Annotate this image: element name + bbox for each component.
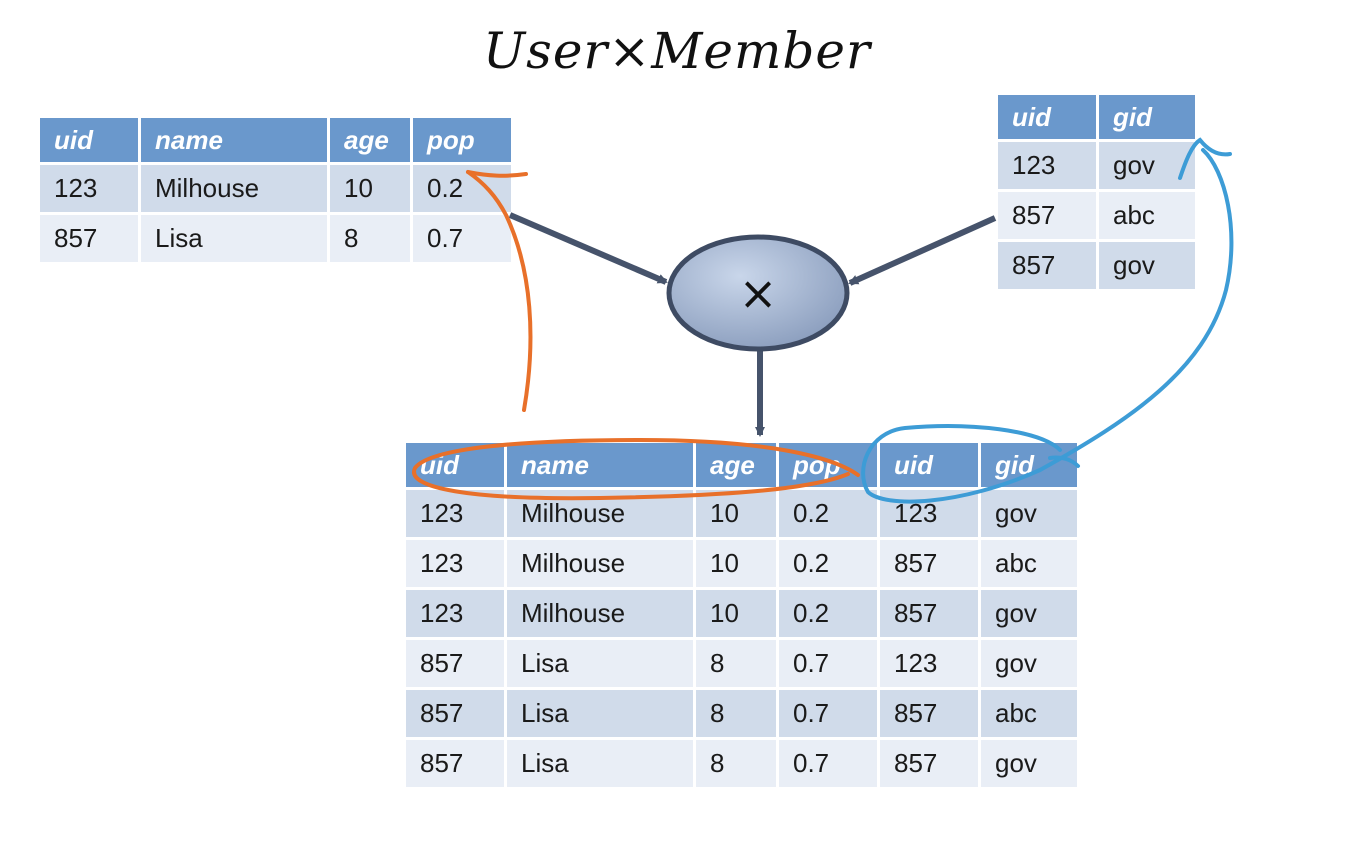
member-table: uid gid 123 gov 857 abc 857 gov <box>995 92 1198 292</box>
orange-arrow-stroke <box>466 170 533 412</box>
table-cell: Lisa <box>141 215 327 262</box>
orange-arrowhead-stroke <box>466 170 528 178</box>
table-cell: abc <box>1099 192 1195 239</box>
blue-tick-stroke <box>1048 455 1080 468</box>
table-header-row: uid name age pop uid gid <box>406 443 1077 487</box>
column-header: uid <box>880 443 978 487</box>
table-cell: abc <box>981 540 1077 587</box>
column-header: age <box>696 443 776 487</box>
table-cell: 857 <box>880 740 978 787</box>
arrow-user-to-operator <box>508 212 668 285</box>
column-header: name <box>507 443 693 487</box>
table-cell: 857 <box>880 690 978 737</box>
table-cell: 0.2 <box>413 165 511 212</box>
table-cell: 123 <box>406 590 504 637</box>
table-cell: 0.7 <box>779 640 877 687</box>
table-cell: 8 <box>696 640 776 687</box>
cross-product-operator-node <box>666 234 850 352</box>
column-header: uid <box>40 118 138 162</box>
column-header: gid <box>1099 95 1195 139</box>
blue-arrowhead-stroke <box>1178 137 1232 180</box>
table-cell: 857 <box>406 740 504 787</box>
table-cell: 123 <box>40 165 138 212</box>
table-cell: gov <box>981 640 1077 687</box>
blue-arrow-stroke <box>1038 148 1234 472</box>
table-cell: 123 <box>998 142 1096 189</box>
table-row: 857 Lisa 8 0.7 <box>40 215 511 262</box>
table-cell: Milhouse <box>507 540 693 587</box>
orange-circle-user-columns <box>412 437 860 501</box>
table-cell: 123 <box>880 640 978 687</box>
column-header: name <box>141 118 327 162</box>
table-cell: 857 <box>406 640 504 687</box>
table-cell: 857 <box>998 242 1096 289</box>
user-table: uid name age pop 123 Milhouse 10 0.2 857… <box>37 115 514 265</box>
blue-circle-member-columns <box>861 424 1062 504</box>
table-cell: Lisa <box>507 740 693 787</box>
diagram-title: User×Member <box>483 22 871 80</box>
table-cell: gov <box>1099 242 1195 289</box>
table-cell: 8 <box>696 690 776 737</box>
table-row: 857 gov <box>998 242 1195 289</box>
table-cell: 8 <box>330 215 410 262</box>
table-cell: 0.7 <box>779 740 877 787</box>
table-cell: 0.7 <box>779 690 877 737</box>
table-cell: gov <box>981 740 1077 787</box>
table-cell: 857 <box>406 690 504 737</box>
column-header: pop <box>413 118 511 162</box>
table-cell: gov <box>981 490 1077 537</box>
cross-product-symbol: × <box>739 266 778 320</box>
arrow-member-to-operator <box>848 215 997 286</box>
table-cell: abc <box>981 690 1077 737</box>
table-header-row: uid name age pop <box>40 118 511 162</box>
table-cell: 10 <box>696 540 776 587</box>
table-cell: 0.2 <box>779 490 877 537</box>
table-header-row: uid gid <box>998 95 1195 139</box>
table-cell: 857 <box>880 590 978 637</box>
column-header: uid <box>998 95 1096 139</box>
column-header: pop <box>779 443 877 487</box>
table-cell: 0.7 <box>413 215 511 262</box>
table-row: 123 gov <box>998 142 1195 189</box>
table-cell: 0.2 <box>779 590 877 637</box>
table-cell: 123 <box>406 490 504 537</box>
table-cell: gov <box>981 590 1077 637</box>
table-row: 857 abc <box>998 192 1195 239</box>
table-cell: 857 <box>998 192 1096 239</box>
table-cell: 857 <box>40 215 138 262</box>
table-cell: 8 <box>696 740 776 787</box>
table-cell: 10 <box>696 490 776 537</box>
table-cell: Milhouse <box>141 165 327 212</box>
table-cell: 123 <box>406 540 504 587</box>
table-cell: Lisa <box>507 640 693 687</box>
table-cell: 857 <box>880 540 978 587</box>
table-cell: Lisa <box>507 690 693 737</box>
table-cell: gov <box>1099 142 1195 189</box>
column-header: age <box>330 118 410 162</box>
table-row: 123 Milhouse 10 0.2 <box>40 165 511 212</box>
table-cell: 10 <box>330 165 410 212</box>
table-cell: 0.2 <box>779 540 877 587</box>
table-cell: Milhouse <box>507 590 693 637</box>
table-cell: 10 <box>696 590 776 637</box>
